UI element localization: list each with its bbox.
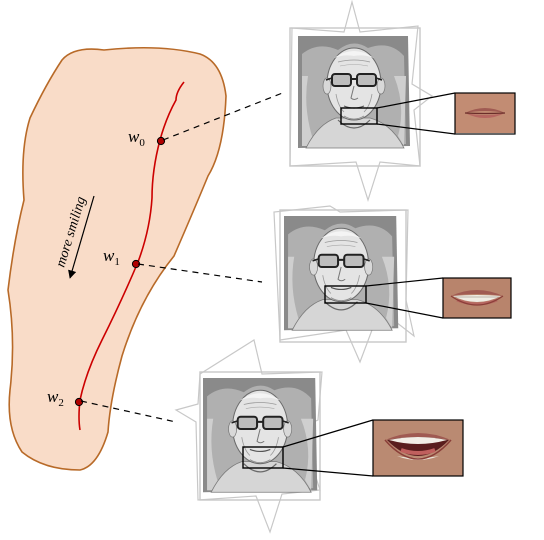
face-render	[298, 36, 410, 148]
point-w0	[157, 137, 164, 144]
face-panel-w1	[274, 206, 511, 362]
face-panel-w0	[290, 2, 515, 200]
mouth-inset-open-smile	[373, 420, 463, 476]
point-w2	[75, 398, 82, 405]
mouth-inset-closed	[455, 93, 515, 134]
mouth-inset-smile	[443, 278, 511, 318]
face-panel-w2	[176, 340, 463, 532]
face-render	[203, 378, 317, 492]
face-render	[284, 216, 398, 330]
